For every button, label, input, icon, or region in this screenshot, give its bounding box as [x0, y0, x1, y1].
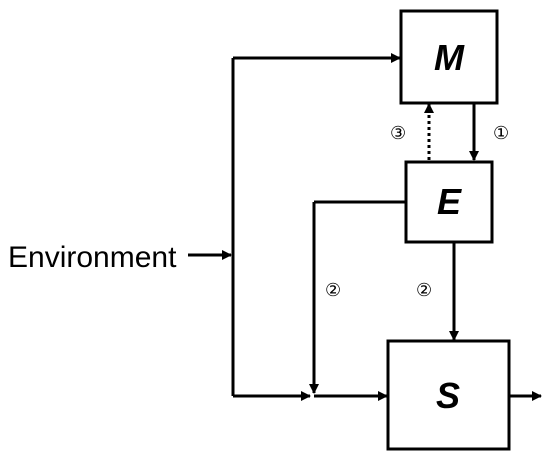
marker-three: ③	[390, 123, 406, 144]
m-box-label: M	[434, 37, 465, 78]
s-box-label: S	[436, 375, 460, 416]
marker-one: ①	[493, 123, 509, 144]
marker-two-right: ②	[416, 280, 432, 301]
marker-two-left: ②	[325, 280, 341, 301]
m-box: M	[399, 9, 499, 105]
e-box: E	[404, 160, 494, 244]
e-box-label: E	[437, 181, 462, 222]
s-box: S	[386, 339, 511, 451]
environment-label: Environment	[8, 241, 177, 274]
